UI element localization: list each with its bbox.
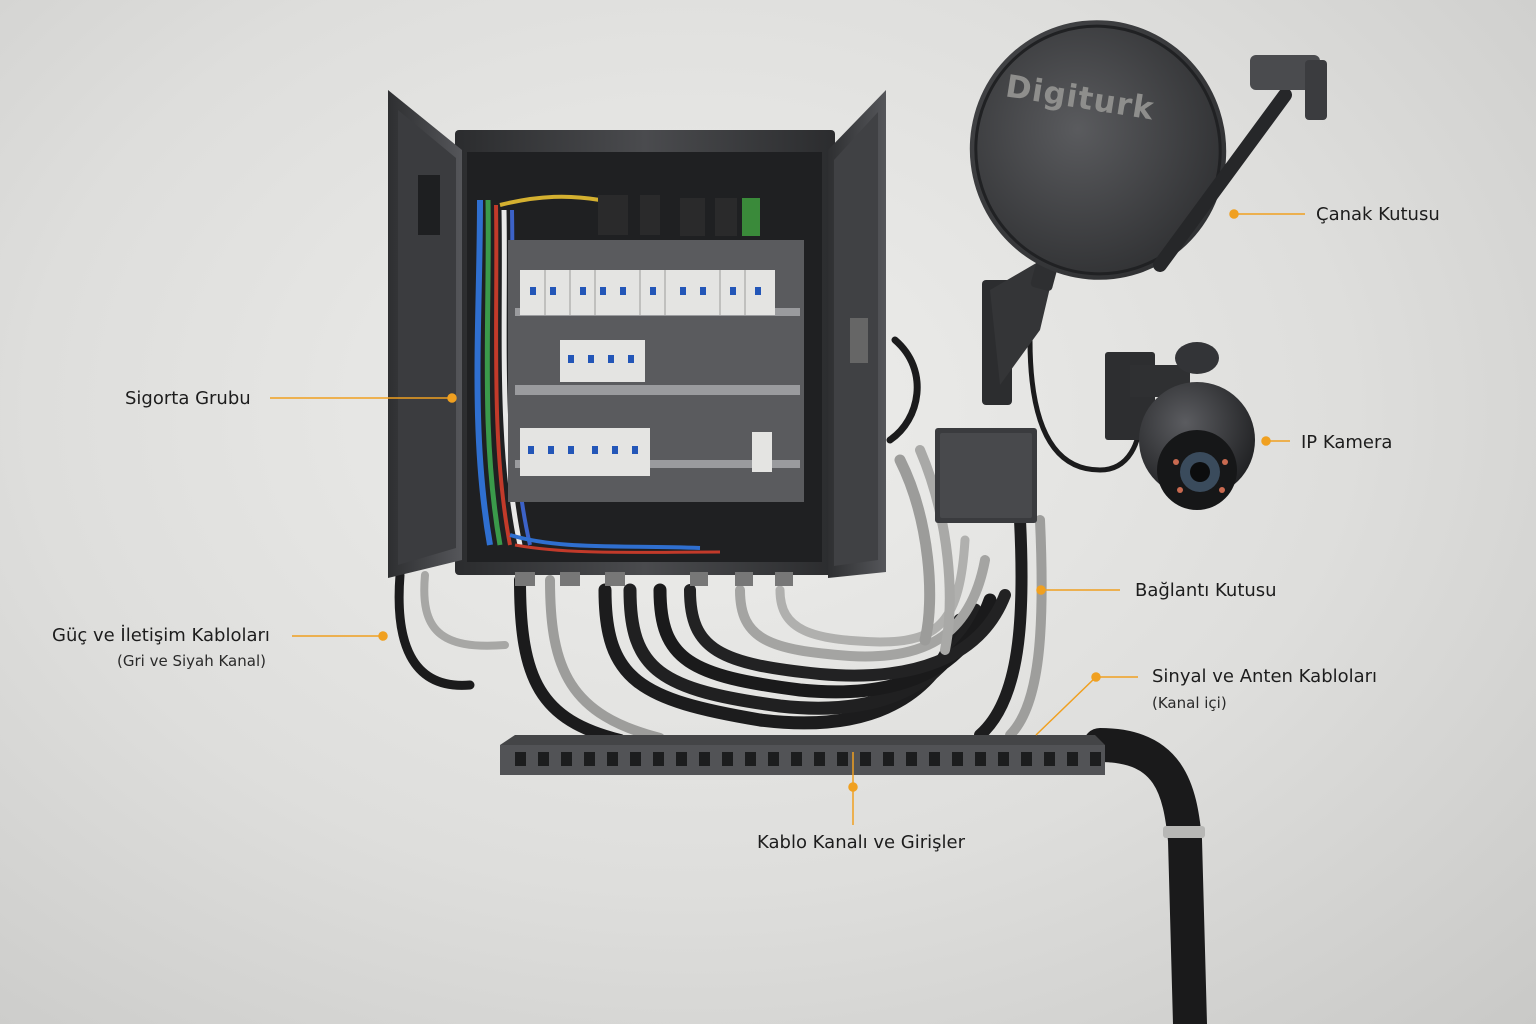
terminal-blocks: [598, 195, 760, 236]
tray-slot: [1044, 752, 1055, 766]
junction-box: [935, 428, 1037, 523]
label-sinyal-anten-sub: (Kanal içi): [1152, 694, 1227, 712]
breaker-row-1: [520, 270, 775, 315]
tray-slot: [653, 752, 664, 766]
tray-slot: [860, 752, 871, 766]
tray-slot: [607, 752, 618, 766]
tray-slot: [929, 752, 940, 766]
tray-slot: [768, 752, 779, 766]
cable-tray: [500, 735, 1105, 775]
tray-slot: [952, 752, 963, 766]
tray-slot: [676, 752, 687, 766]
ip-camera: [1105, 342, 1255, 510]
label-ip-kamera: IP Kamera: [1301, 432, 1393, 453]
tray-slot: [837, 752, 848, 766]
cable-bundle: [394, 336, 1207, 1024]
cabinet-door-left: [388, 90, 462, 578]
cabinet-door-right: [828, 90, 886, 578]
leader-lines: [270, 209, 1305, 825]
cable-glands: [515, 572, 793, 586]
tray-slot: [1021, 752, 1032, 766]
electrical-cabinet: [455, 130, 835, 586]
tray-slot: [515, 752, 526, 766]
tray-slot: [791, 752, 802, 766]
tray-slot: [745, 752, 756, 766]
tray-slot: [1067, 752, 1078, 766]
tray-slot: [584, 752, 595, 766]
label-kablo-kanali: Kablo Kanalı ve Girişler: [757, 832, 966, 853]
label-guc-iletisim-sub: (Gri ve Siyah Kanal): [117, 652, 266, 670]
tray-slot: [883, 752, 894, 766]
tray-slots: [515, 752, 1101, 766]
breaker-row-2: [560, 340, 645, 382]
satellite-dish: [969, 20, 1327, 405]
label-canak-kutusu: Çanak Kutusu: [1316, 204, 1440, 225]
tray-slot: [699, 752, 710, 766]
tray-slot: [998, 752, 1009, 766]
label-sinyal-anten-kablolari: Sinyal ve Anten Kabloları: [1152, 666, 1378, 687]
conduit-clip: [1163, 826, 1205, 838]
label-sigorta-grubu: Sigorta Grubu: [125, 388, 251, 409]
tray-slot: [561, 752, 572, 766]
tray-slot: [975, 752, 986, 766]
tray-slot: [906, 752, 917, 766]
tray-slot: [1090, 752, 1101, 766]
tray-slot: [630, 752, 641, 766]
label-baglanti-kutusu: Bağlantı Kutusu: [1135, 580, 1277, 601]
tray-slot: [814, 752, 825, 766]
tray-slot: [722, 752, 733, 766]
tray-slot: [538, 752, 549, 766]
breaker-row-3: [520, 428, 772, 476]
label-guc-iletisim-kablolari: Güç ve İletişim Kabloları: [52, 625, 270, 646]
